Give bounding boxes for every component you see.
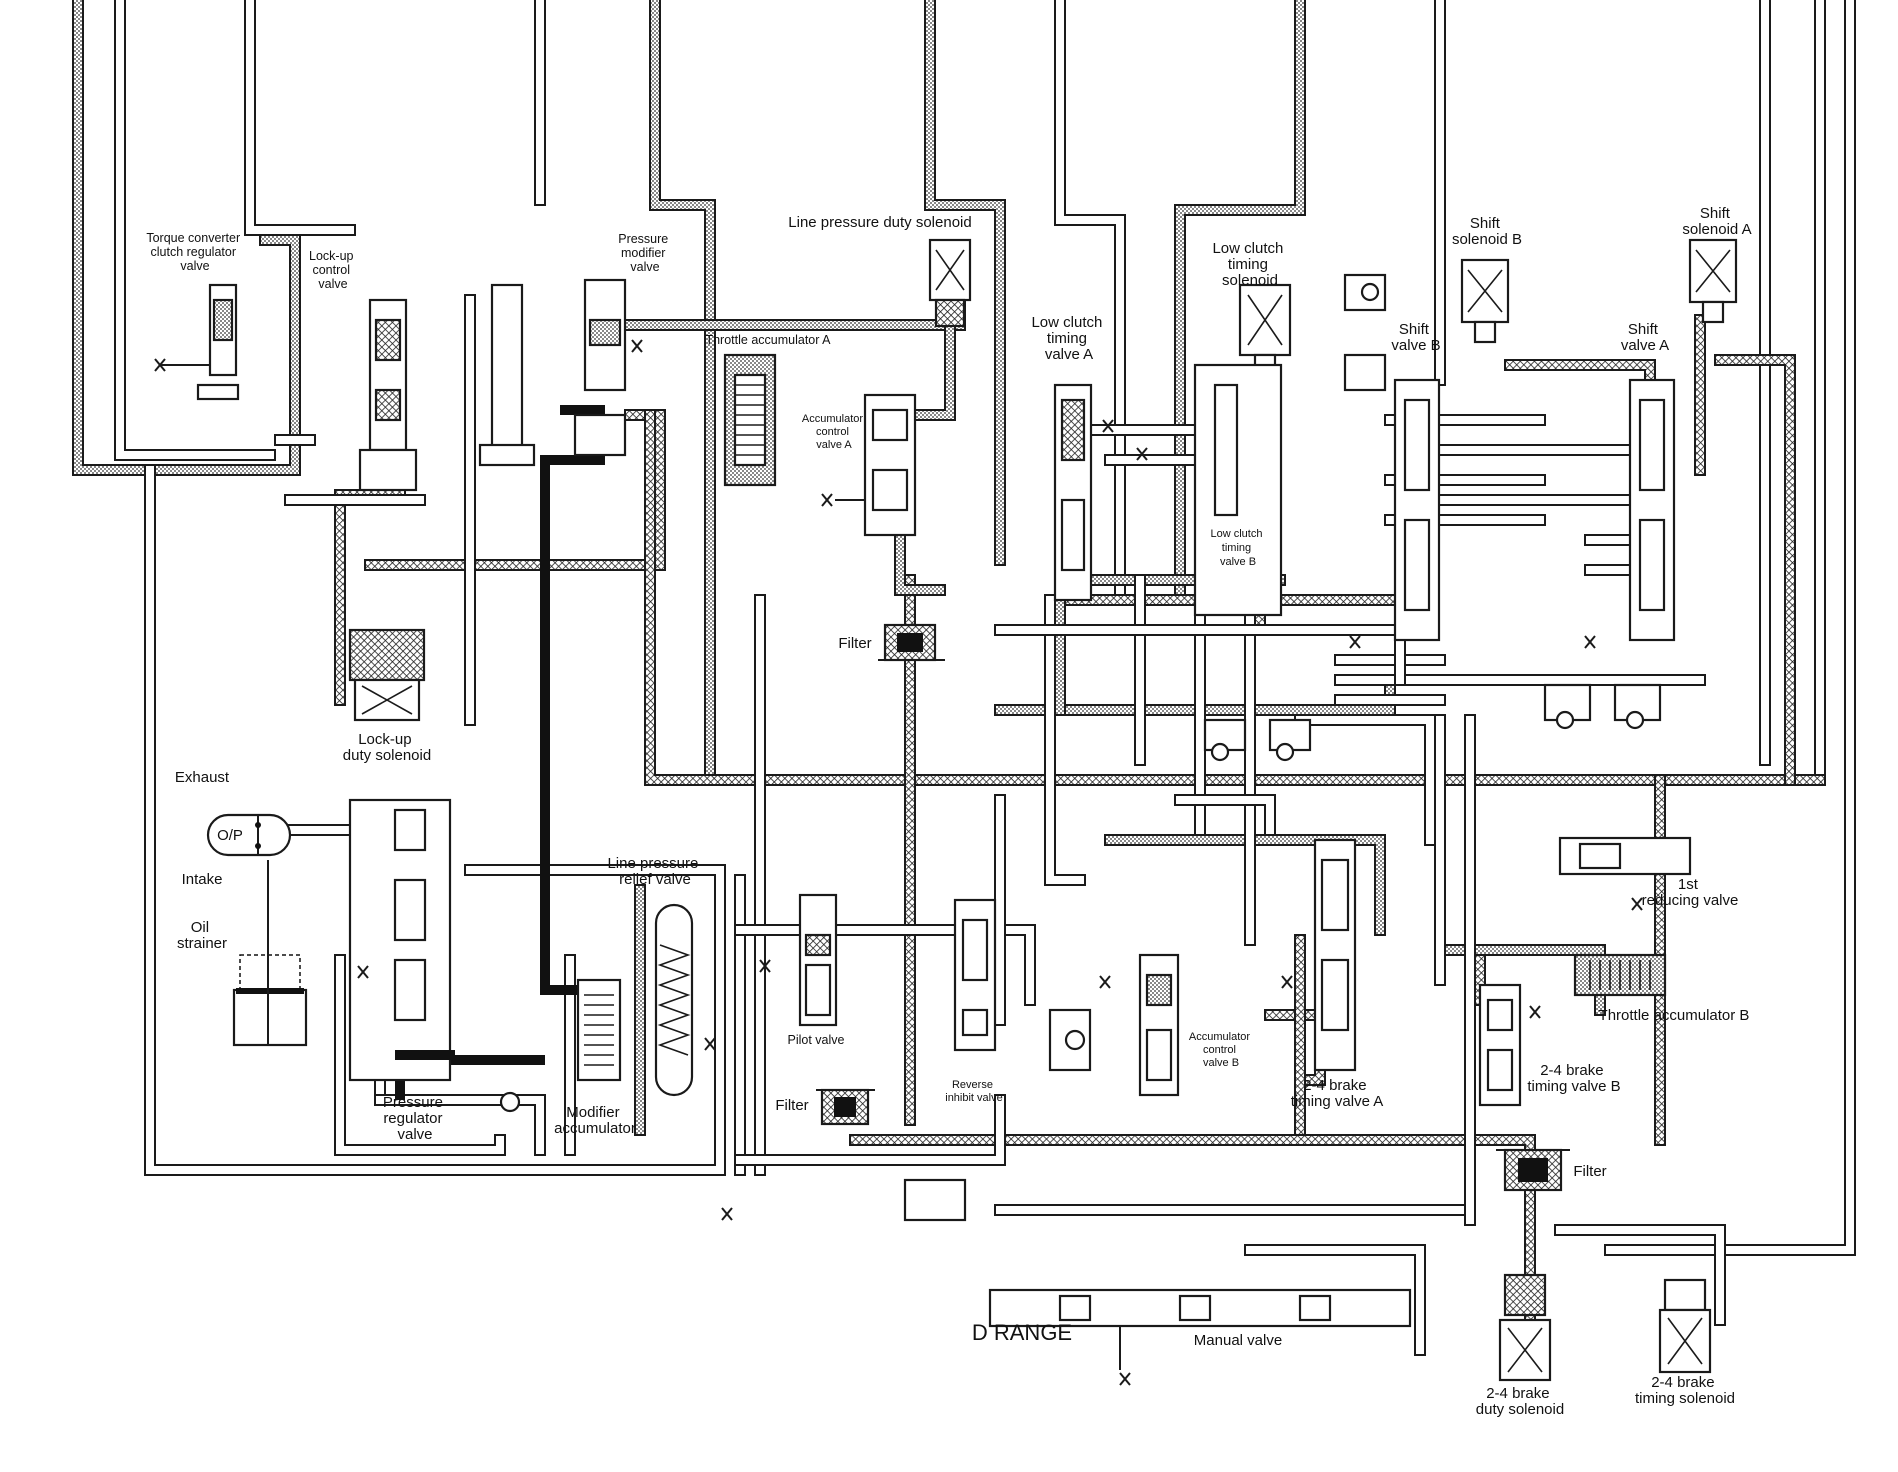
- label-line-pressure-duty-solenoid: Line pressure duty solenoid: [788, 214, 971, 231]
- brake-2-4-timing-solenoid: [1658, 1278, 1712, 1374]
- label-pressure-regulator-valve: Pressure regulator valve: [383, 1094, 447, 1143]
- oil-strainer: [232, 860, 308, 1047]
- low-clutch-timing-solenoid: [1238, 283, 1292, 377]
- label-intake: Intake: [182, 871, 223, 888]
- shift-valve-b: [1349, 378, 1441, 649]
- label-accumulator-control-valve-b: Accumulator control valve B: [1189, 1031, 1253, 1069]
- label-shift-valve-a: Shift valve A: [1621, 321, 1669, 354]
- exhaust-marks-bottom: [721, 1178, 967, 1222]
- label-low-clutch-timing-solenoid: Low clutch timing solenoid: [1212, 240, 1287, 289]
- line-pressure-relief-valve: [654, 903, 716, 1097]
- torque-converter-clutch-regulator-valve: [154, 283, 240, 401]
- label-pressure-modifier-valve: Pressure modifier valve: [618, 232, 672, 274]
- label-oil-pump: O/P: [217, 827, 243, 844]
- check-balls-top-right: [1203, 273, 1662, 762]
- first-reducing-valve: [1558, 836, 1692, 911]
- throttle-accumulator-a: [723, 353, 777, 487]
- label-shift-solenoid-b: Shift solenoid B: [1452, 215, 1522, 248]
- label-torque-converter-clutch-regulator-valve: Torque converter clutch regulator valve: [146, 231, 243, 273]
- throttle-accumulator-b: [1573, 953, 1667, 997]
- modifier-accumulator: [576, 978, 622, 1082]
- oil-pump: [206, 813, 340, 857]
- low-clutch-timing-valve-a: [1053, 383, 1114, 602]
- hydraulic-lines: [72, 0, 1856, 1356]
- label-brake-2-4-timing-valve-b: 2-4 brake timing valve B: [1527, 1062, 1620, 1095]
- label-lockup-duty-solenoid: Lock-up duty solenoid: [343, 731, 431, 764]
- brake-2-4-timing-valve-a: [1281, 838, 1357, 1072]
- label-first-reducing-valve: 1st reducing valve: [1642, 876, 1739, 909]
- filter-top: [878, 623, 945, 662]
- line-pressure-duty-solenoid: [928, 238, 972, 328]
- lockup-duty-solenoid: [348, 628, 426, 722]
- components: [154, 238, 1738, 1386]
- label-filter-right: Filter: [1573, 1163, 1606, 1180]
- label-oil-strainer: Oil strainer: [177, 919, 227, 952]
- label-brake-2-4-timing-solenoid: 2-4 brake timing solenoid: [1635, 1374, 1735, 1407]
- top-boundary-lines: [72, 0, 1856, 1256]
- low-clutch-timing-valve-b: [1136, 363, 1283, 617]
- label-filter-top: Filter: [838, 635, 871, 652]
- label-line-pressure-relief-valve: Line pressure relief valve: [607, 855, 702, 888]
- check-ball-left: [499, 1091, 521, 1113]
- label-throttle-accumulator-a: Throttle accumulator A: [705, 333, 831, 347]
- filter-right: [1496, 1148, 1570, 1192]
- filter-left: [816, 1088, 875, 1126]
- label-exhaust: Exhaust: [175, 769, 230, 786]
- label-brake-2-4-timing-valve-a: 2-4 brake timing valve A: [1291, 1077, 1384, 1110]
- lockup-control-valve: [358, 298, 418, 492]
- label-shift-solenoid-a: Shift solenoid A: [1682, 205, 1751, 238]
- shift-solenoid-b: [1460, 258, 1510, 344]
- label-low-clutch-timing-valve-b: Low clutch timing valve B: [1210, 528, 1265, 568]
- label-lockup-control-valve: Lock-up control valve: [309, 249, 357, 291]
- label-reverse-inhibit-valve: Reverse inhibit valve: [945, 1079, 1002, 1104]
- label-throttle-accumulator-b: Throttle accumulator B: [1599, 1007, 1750, 1024]
- reverse-inhibit-valve: [953, 898, 997, 1052]
- brake-2-4-timing-valve-b: [1478, 983, 1541, 1107]
- label-d-range: D RANGE: [972, 1320, 1072, 1345]
- pressure-regulator-valve: [348, 798, 455, 1082]
- label-shift-valve-b: Shift valve B: [1391, 321, 1440, 354]
- label-modifier-accumulator: Modifier accumulator: [554, 1104, 636, 1137]
- label-brake-2-4-duty-solenoid: 2-4 brake duty solenoid: [1476, 1385, 1564, 1418]
- plain-interconnect-lines: [144, 294, 1726, 1356]
- pressure-modifier-valve: [573, 278, 643, 457]
- label-accumulator-control-valve-a: Accumulator control valve A: [802, 413, 866, 451]
- label-manual-valve: Manual valve: [1194, 1332, 1282, 1349]
- accumulator-control-valve-a: [821, 393, 917, 537]
- label-pilot-valve: Pilot valve: [788, 1033, 845, 1047]
- shift-solenoid-a: [1688, 238, 1738, 324]
- accumulator-control-valve-b: [1099, 953, 1180, 1097]
- component-labels: Torque converter clutch regulator valve …: [146, 205, 1751, 1418]
- manual-valve: [988, 1288, 1412, 1386]
- shift-valve-a: [1584, 378, 1676, 649]
- label-filter-left: Filter: [775, 1097, 808, 1114]
- label-low-clutch-timing-valve-a: Low clutch timing valve A: [1031, 314, 1106, 363]
- open-valve-bore: [478, 283, 536, 467]
- brake-2-4-duty-solenoid: [1498, 1273, 1552, 1382]
- pilot-valve: [759, 893, 838, 1027]
- check-ball-center: [1048, 1008, 1092, 1072]
